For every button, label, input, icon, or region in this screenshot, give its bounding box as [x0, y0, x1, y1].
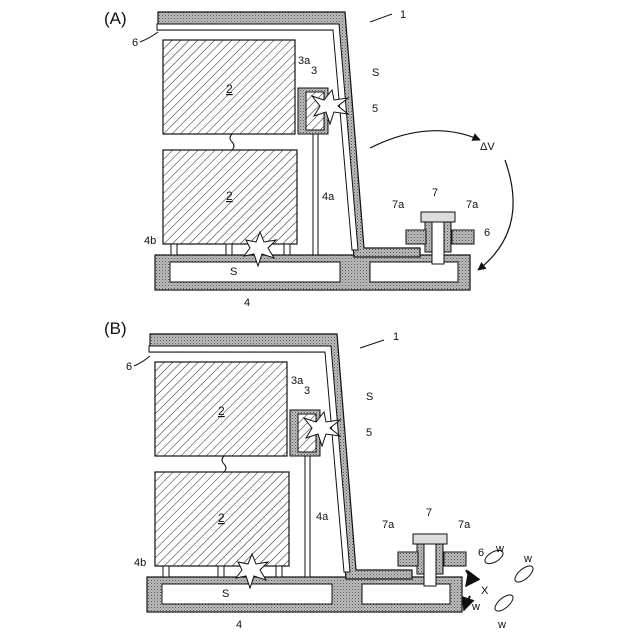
label-flange-b: 6: [478, 547, 484, 559]
label-battery-lower: 2: [226, 189, 233, 203]
label-battery-lower-b: 2: [218, 511, 225, 525]
label-water-2: w: [523, 553, 532, 565]
label-spark-lower-b: S: [222, 588, 229, 600]
label-water-4: w: [497, 619, 506, 631]
panel-b: [147, 334, 536, 614]
panel-a: (A) 1 6 2 2 3a 3 S 5 ΔV 4a 7 7a 7a 6 4b …: [104, 9, 513, 309]
panel-label-b: (B): [104, 319, 127, 338]
label-delta-v: ΔV: [480, 141, 495, 153]
panel-label-a: (A): [104, 9, 127, 28]
label-device: 1: [400, 9, 406, 21]
label-water-1: w: [495, 543, 504, 555]
label-bolt-b: 7: [426, 507, 432, 519]
label-collar-left-b: 7a: [382, 519, 395, 531]
label-device-b: 1: [393, 331, 399, 343]
label-base-b: 4: [236, 619, 242, 631]
label-wall-b: 5: [366, 427, 372, 439]
label-terminal-b: 3: [304, 385, 310, 397]
label-plate-b: 3a: [291, 375, 304, 387]
delta-v-arrow-2: [478, 160, 513, 270]
label-wall: 5: [372, 103, 378, 115]
label-cover-b: 6: [126, 361, 132, 373]
label-gap-x: X: [481, 585, 489, 597]
label-flange: 6: [484, 227, 490, 239]
label-collar-right: 7a: [466, 199, 479, 211]
label-battery-upper-b: 2: [218, 404, 225, 418]
delta-v-arrow: [370, 131, 480, 148]
label-foot-b: 4b: [134, 557, 146, 569]
label-stud: 4a: [322, 191, 335, 203]
label-spark-upper: S: [372, 67, 379, 79]
label-battery-upper: 2: [226, 82, 233, 96]
label-collar-right-b: 7a: [458, 519, 471, 531]
label-plate: 3a: [298, 55, 311, 67]
label-spark-lower: S: [230, 266, 237, 278]
label-stud-b: 4a: [316, 511, 329, 523]
label-foot: 4b: [144, 235, 156, 247]
label-water-3: w: [471, 601, 480, 613]
label-bolt: 7: [432, 187, 438, 199]
label-collar-left: 7a: [392, 199, 405, 211]
label-spark-upper-b: S: [366, 391, 373, 403]
label-base: 4: [244, 297, 250, 309]
label-cover: 6: [132, 37, 138, 49]
label-terminal: 3: [311, 65, 317, 77]
